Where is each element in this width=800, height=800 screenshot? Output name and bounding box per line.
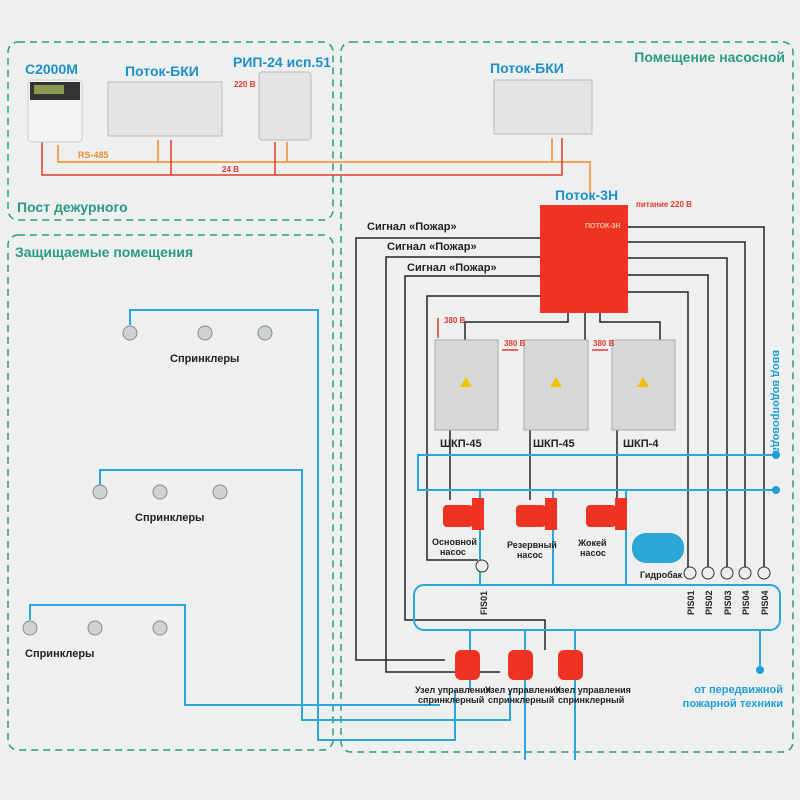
signal-label-2: Сигнал «Пожар» — [387, 241, 477, 253]
shkp-label-3: ШКП-4 — [623, 438, 659, 450]
sprinkler-heads — [22, 325, 273, 636]
gauges — [475, 559, 771, 580]
valve-label-2b: спринклерный — [488, 695, 554, 705]
sprinkler-valves — [455, 650, 583, 680]
potok-3n-panel-text: ПОТОК-3Н — [585, 223, 621, 230]
sprinklers-label-2: Спринклеры — [135, 512, 204, 524]
rs485-label: RS-485 — [78, 150, 109, 160]
pis-label-2: PIS02 — [704, 590, 714, 615]
power-24v-label: 24 В — [222, 165, 239, 174]
shkp-power-2: 380 В — [504, 339, 526, 348]
rs485-branches — [157, 138, 553, 162]
c2000m-label: С2000М — [25, 61, 78, 77]
power-24v-line — [41, 138, 563, 176]
sprinklers-label-1: Спринклеры — [170, 353, 239, 365]
pis-label-1: PIS01 — [686, 590, 696, 615]
pump-label-3a: Жокей — [577, 538, 607, 548]
potok-3n-device — [540, 205, 628, 313]
pumps — [443, 498, 627, 530]
shkp-label-2: ШКП-45 — [533, 438, 575, 450]
potok-bki-1-label: Поток-БКИ — [125, 63, 199, 79]
valve-label-3b: спринклерный — [558, 695, 624, 705]
zone-duty-post — [7, 41, 334, 221]
signal-label-1: Сигнал «Пожар» — [367, 221, 457, 233]
shkp-label-1: ШКП-45 — [440, 438, 482, 450]
pump-label-2a: Резервный — [507, 540, 557, 550]
power-380v-arrows — [437, 318, 608, 351]
shkp-power-1: 380 В — [444, 316, 466, 325]
mobile-label-1: от передвижной — [694, 684, 783, 696]
sprinklers-label-3: Спринклеры — [25, 648, 94, 660]
potok-bki-1-device — [107, 81, 223, 137]
pump-label-1b: насос — [440, 547, 466, 557]
signal-label-3: Сигнал «Пожар» — [407, 262, 497, 274]
shkp-power-3: 380 В — [593, 339, 615, 348]
hydro-tank — [632, 533, 684, 563]
pump-label-3b: насос — [580, 548, 606, 558]
rip-label: РИП-24 исп.51 — [233, 54, 331, 70]
zone-label-pump-room: Помещение насосной — [634, 49, 785, 65]
fis01-label: FIS01 — [479, 591, 489, 615]
signal-lines — [355, 226, 765, 673]
valve-label-1b: спринклерный — [418, 695, 484, 705]
pump-label-2b: насос — [517, 550, 543, 560]
potok-bki-2-device — [493, 79, 593, 135]
pis-label-5: PIS04 — [760, 590, 770, 615]
c2000m-device — [27, 79, 83, 143]
water-inlet-label: ввод водопровода — [770, 350, 782, 454]
zone-label-duty-post: Пост дежурного — [17, 199, 128, 215]
zone-pump-room — [340, 41, 794, 753]
pis-label-3: PIS03 — [723, 590, 733, 615]
valve-label-1a: Узел управления — [415, 685, 491, 695]
valve-label-2a: Узел управления — [485, 685, 561, 695]
potok-3n-power-label: питание 220 В — [636, 200, 692, 209]
rs485-line — [57, 145, 591, 198]
valve-label-3a: Узел управления — [555, 685, 631, 695]
mobile-label-2: пожарной техники — [683, 698, 783, 710]
pis-label-4: PIS04 — [741, 590, 751, 615]
potok-3n-label: Поток-3Н — [555, 187, 618, 203]
rip-device — [258, 71, 312, 141]
pump-label-1a: Основной — [432, 537, 477, 547]
rip-power-label: 220 В — [234, 80, 256, 89]
zone-label-protected: Защищаемые помещения — [15, 244, 193, 260]
tank-label: Гидробак — [640, 570, 683, 580]
potok-bki-2-label: Поток-БКИ — [490, 60, 564, 76]
zone-protected-rooms — [7, 234, 334, 751]
